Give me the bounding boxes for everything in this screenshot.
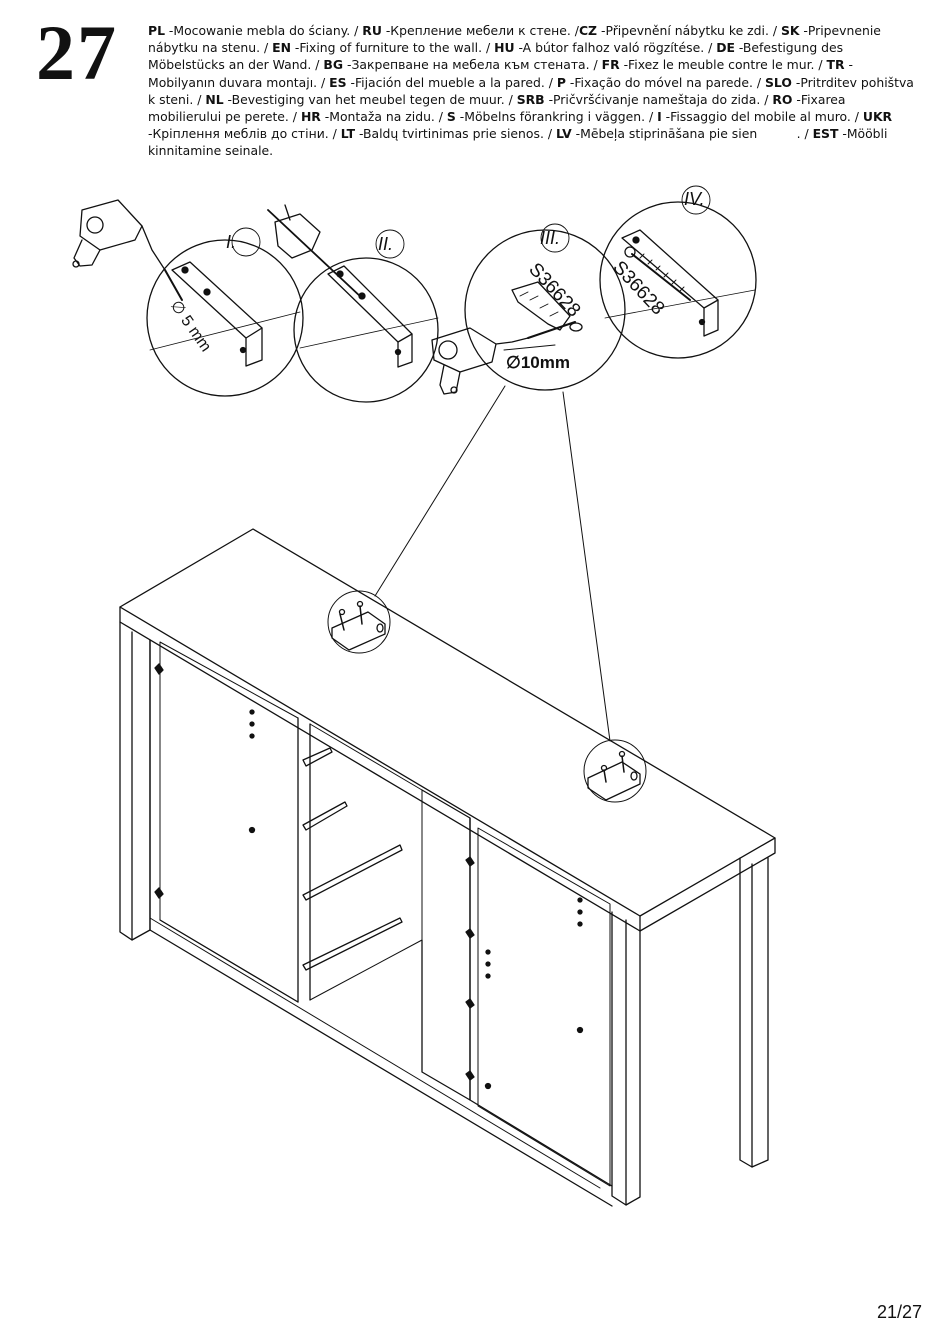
pencil-hand-icon (267, 204, 363, 299)
language-code: P (556, 74, 566, 90)
instruction-text: -Крепление мебели к стене. / (381, 23, 579, 38)
instruction-segment: LV -Mēbeļa stiprināšana pie sien . / (556, 126, 813, 141)
instruction-text: -Кріплення меблів до стіни. / (148, 109, 897, 142)
leader-lines (374, 385, 611, 742)
instruction-segment: P -Fixação do móvel na parede. / (557, 75, 765, 90)
language-code: PL (148, 23, 165, 38)
instruction-text: -Mööbli kinnitamine seinale. (148, 126, 892, 159)
page-number: 21/27 (876, 1302, 922, 1322)
instruction-text: -Fixing of furniture to the wall. / (290, 40, 495, 56)
detail-label-1: I. (226, 232, 236, 252)
instruction-segment: SRB -Pričvršćivanje nameštaja do zida. / (517, 92, 773, 107)
drill-icon (72, 199, 183, 301)
instruction-text: -Закрепване на мебела към стената. / (343, 57, 602, 73)
language-code: SK (780, 23, 800, 38)
cabinet (119, 528, 776, 1207)
instruction-segment: EN -Fixing of furniture to the wall. / (272, 40, 494, 55)
bracket-position-circle-1 (327, 590, 391, 654)
language-code: HR (300, 109, 321, 125)
instruction-text: -Montaža na zidu. / (320, 109, 447, 125)
language-code: I (657, 109, 662, 125)
instruction-segment: ES -Fijación del mueble a la pared. / (329, 75, 557, 90)
instruction-text: -Pričvršćivanje nameštaja do zida. / (544, 91, 773, 107)
detail-label-4: IV. (684, 189, 705, 209)
language-code: FR (601, 57, 620, 73)
instruction-text: -Befestigung des Möbelstücks an der Wand… (148, 40, 848, 73)
step-number: 27 (36, 9, 118, 96)
instruction-text: -A bútor falhoz való rögzítése. / (514, 40, 717, 56)
instruction-segment: LT -Baldų tvirtinimas prie sienos. / (341, 126, 556, 141)
instruction-text: -Fissaggio del mobile al muro. / (661, 109, 863, 125)
instruction-text: -Fijación del mueble a la pared. / (346, 74, 557, 90)
instruction-text: -Bevestiging van het meubel tegen de muu… (223, 91, 517, 107)
language-code: UKR (862, 109, 893, 125)
detail-circle-3: III. S36628 ∅10mm (464, 223, 626, 391)
instruction-segment: NL -Bevestiging van het meubel tegen de … (205, 92, 516, 107)
language-code: CZ (578, 23, 598, 38)
instruction-segment: RU -Крепление мебели к стене. / (362, 23, 579, 38)
instruction-text: -Mēbeļa stiprināšana pie sien . / (571, 126, 813, 142)
detail-circle-1: I. ∅ 5 mm (146, 227, 304, 397)
language-code: RO (772, 91, 793, 107)
instruction-text: -Fixação do móvel na parede. / (565, 74, 765, 90)
language-code: S (446, 109, 456, 125)
part-code-dowel: S36628 (524, 259, 584, 321)
instruction-text: -Připevnění nábytku ke zdi. / (597, 23, 781, 38)
instruction-segment: SK -Pripevnenie nábytku na stenu. / (148, 23, 885, 55)
language-code: SLO (765, 74, 792, 90)
language-code: TR (826, 57, 845, 73)
language-code: EST (812, 126, 839, 142)
instruction-text: -Pritrditev pohištva k steni. / (148, 74, 918, 107)
instruction-segment: EST -Mööbli kinnitamine seinale. (148, 126, 891, 158)
drill-size-10mm: ∅10mm (506, 353, 570, 372)
language-code: DE (716, 40, 735, 56)
instruction-text: -Fixez le meuble contre le mur. / (619, 57, 827, 73)
instruction-segment: DE -Befestigung des Möbelstücks an der W… (148, 40, 847, 72)
detail-label-3: III. (540, 228, 560, 248)
instruction-segment: FR -Fixez le meuble contre le mur. / (602, 57, 827, 72)
language-code: LV (555, 126, 572, 142)
instruction-segment: HU -A bútor falhoz való rögzítése. / (494, 40, 716, 55)
instruction-text: -Mobilyanın duvara montajı. / (148, 57, 853, 90)
assembly-illustration: I. ∅ 5 mm II. III. S36628 (72, 185, 776, 1207)
instruction-segment: UKR -Кріплення меблів до стіни. / (148, 109, 896, 141)
language-code: NL (205, 91, 224, 107)
instruction-text: -Pripevnenie nábytku na stenu. / (148, 23, 885, 56)
language-code: EN (272, 40, 291, 56)
detail-circle-2: II. (293, 229, 439, 403)
instruction-segment: I -Fissaggio del mobile al muro. / (657, 109, 863, 124)
drill-icon (431, 321, 576, 395)
instruction-text: -Baldų tvirtinimas prie sienos. / (355, 126, 556, 142)
bracket-position-circle-2 (583, 739, 647, 803)
instruction-segment: CZ -Připevnění nábytku ke zdi. / (579, 23, 781, 38)
language-code: SRB (516, 91, 545, 107)
instruction-segment: S -Möbelns förankring i väggen. / (447, 109, 657, 124)
instruction-segment: HR -Montaža na zidu. / (301, 109, 447, 124)
detail-circle-4: IV. S36628 (599, 185, 757, 359)
language-code: RU (362, 23, 382, 38)
instruction-segment: RO -Fixarea mobilierului pe perete. / (148, 92, 849, 124)
language-code: LT (340, 126, 356, 142)
instruction-segment: TR -Mobilyanın duvara montajı. / (148, 57, 853, 89)
language-code: BG (323, 57, 344, 73)
instruction-text: -Möbelns förankring i väggen. / (455, 109, 658, 125)
instructions-text: PL -Mocowanie mebla do ściany. / RU -Кре… (148, 22, 918, 160)
instruction-text: -Fixarea mobilierului pe perete. / (148, 91, 850, 125)
instruction-segment: SLO -Pritrditev pohištva k steni. / (148, 75, 918, 107)
language-code: HU (494, 40, 515, 56)
detail-label-2: II. (378, 234, 393, 254)
language-code: ES (329, 74, 347, 90)
instruction-segment: PL -Mocowanie mebla do ściany. / (148, 23, 362, 38)
instruction-text: -Mocowanie mebla do ściany. / (164, 23, 363, 38)
instruction-segment: BG -Закрепване на мебела към стената. / (323, 57, 601, 72)
drill-size-5mm: ∅ 5 mm (167, 298, 214, 356)
